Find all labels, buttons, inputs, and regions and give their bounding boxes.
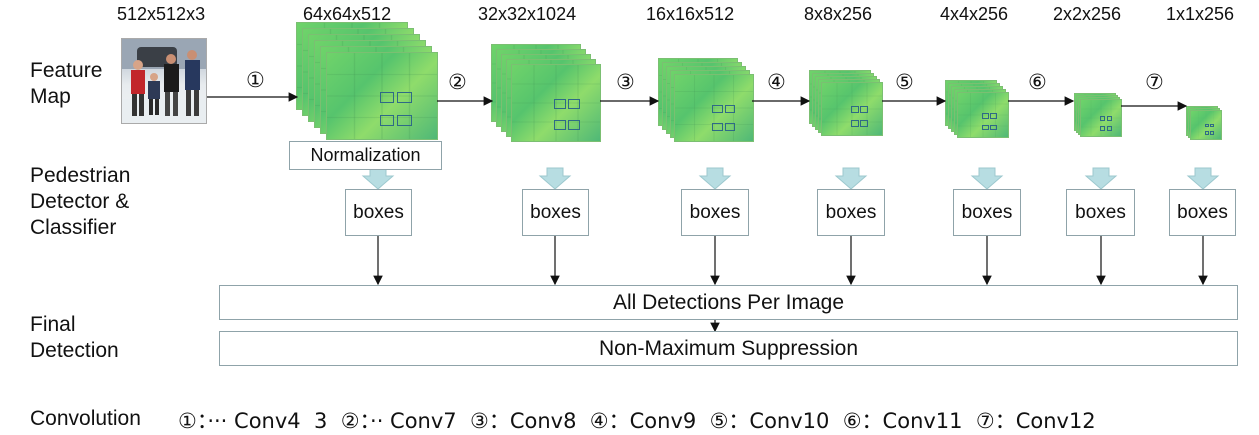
boxes-node-1: boxes (345, 189, 412, 236)
feature-map-stack-6 (1074, 93, 1122, 137)
dim-layer-4: 8x8x256 (804, 4, 873, 24)
feature-map-layer (957, 92, 1009, 138)
feature-map-detail (1106, 116, 1112, 121)
feature-map-detail (1106, 125, 1112, 131)
dim-layer-2: 32x32x1024 (478, 4, 577, 24)
boxes-node-7: boxes (1169, 189, 1236, 236)
feature-map-stack-5 (945, 80, 1009, 138)
row-label-line: Map (30, 85, 71, 108)
row-label-line: Detection (30, 339, 119, 362)
feature-map-detail (712, 122, 723, 132)
all-detections-box: All Detections Per Image (219, 285, 1238, 320)
boxes-node-3: boxes (681, 189, 749, 236)
row-label-feature-map: Feature Map (30, 58, 102, 110)
dim-layer-1: 64x64x512 (303, 4, 392, 24)
feature-map-layer (1080, 99, 1122, 137)
dim-layer-3: 16x16x512 (646, 4, 735, 24)
boxes-node-6: boxes (1066, 189, 1135, 236)
step-1-label: ① (246, 68, 265, 92)
row-label-line: Detector & (30, 190, 130, 213)
feature-map-layer (511, 64, 601, 142)
feature-map-detail (379, 91, 395, 103)
step-6-label: ⑥ (1028, 70, 1047, 94)
people-photo-icon (122, 39, 206, 123)
boxes-node-4: boxes (817, 189, 885, 236)
feature-map-detail (990, 112, 997, 119)
feature-map-detail (554, 99, 566, 110)
feature-map-detail (554, 119, 566, 130)
row-label-convolution: Convolution (30, 407, 141, 430)
step-4-label: ④ (767, 70, 786, 94)
feature-map-layer (1190, 110, 1222, 140)
feature-map-detail (850, 120, 859, 128)
normalization-box: Normalization (289, 141, 442, 170)
input-image (121, 38, 207, 124)
feature-map-detail (397, 114, 412, 127)
feature-map-detail (379, 114, 395, 127)
nms-box: Non-Maximum Suppression (219, 331, 1238, 366)
row-label-detector: Pedestrian Detector & Classifier (30, 163, 130, 241)
dim-layer-5: 4x4x256 (940, 4, 1009, 24)
down-arrow-3 (698, 167, 732, 190)
dim-layer-6: 2x2x256 (1053, 4, 1122, 24)
step-5-label: ⑤ (895, 70, 914, 94)
feature-map-detail (568, 99, 580, 110)
down-arrow-5 (970, 167, 1004, 190)
feature-map-stack-3 (658, 58, 754, 142)
feature-map-detail (724, 122, 736, 132)
down-arrow-4 (834, 167, 868, 190)
feature-map-detail (724, 104, 736, 114)
feature-map-stack-7 (1186, 106, 1222, 140)
row-label-line: Feature (30, 59, 103, 82)
feature-map-detail (982, 124, 989, 131)
feature-map-detail (1100, 116, 1106, 121)
row-label-line: Classifier (30, 216, 117, 239)
row-label-line: Pedestrian (30, 164, 131, 187)
down-arrow-7 (1186, 167, 1220, 190)
row-label-line: Final (30, 313, 76, 336)
feature-map-detail (1210, 131, 1215, 135)
feature-map-layer (326, 52, 438, 140)
feature-map-detail (397, 91, 412, 103)
step-3-label: ③ (616, 70, 635, 94)
convolution-legend: ①：··· Conv4 3 ②：·· Conv7 ③：Conv8 ④：Conv9… (178, 409, 1096, 433)
dim-layer-7: 1x1x256 (1166, 4, 1235, 24)
boxes-node-5: boxes (953, 189, 1021, 236)
row-label-final: Final Detection (30, 312, 119, 364)
down-arrow-2 (538, 167, 572, 190)
feature-map-detail (1205, 131, 1210, 135)
feature-map-detail (712, 104, 723, 114)
feature-map-detail (850, 106, 859, 114)
down-arrow-6 (1084, 167, 1118, 190)
feature-map-detail (1210, 123, 1215, 128)
feature-map-detail (1100, 125, 1106, 131)
feature-map-stack-1 (296, 22, 438, 140)
step-7-label: ⑦ (1145, 70, 1164, 94)
feature-map-layer (821, 82, 883, 136)
feature-map-detail (1205, 123, 1210, 128)
feature-map-layer (674, 74, 754, 142)
step-2-label: ② (448, 70, 467, 94)
down-arrow-1 (361, 167, 395, 190)
feature-map-detail (982, 112, 989, 119)
feature-map-stack-4 (809, 70, 883, 136)
feature-map-stack-2 (491, 44, 601, 142)
dim-input: 512x512x3 (117, 4, 206, 24)
feature-map-detail (860, 120, 869, 128)
feature-map-detail (860, 106, 869, 114)
feature-map-detail (990, 124, 997, 131)
boxes-node-2: boxes (522, 189, 589, 236)
feature-map-detail (568, 119, 580, 130)
